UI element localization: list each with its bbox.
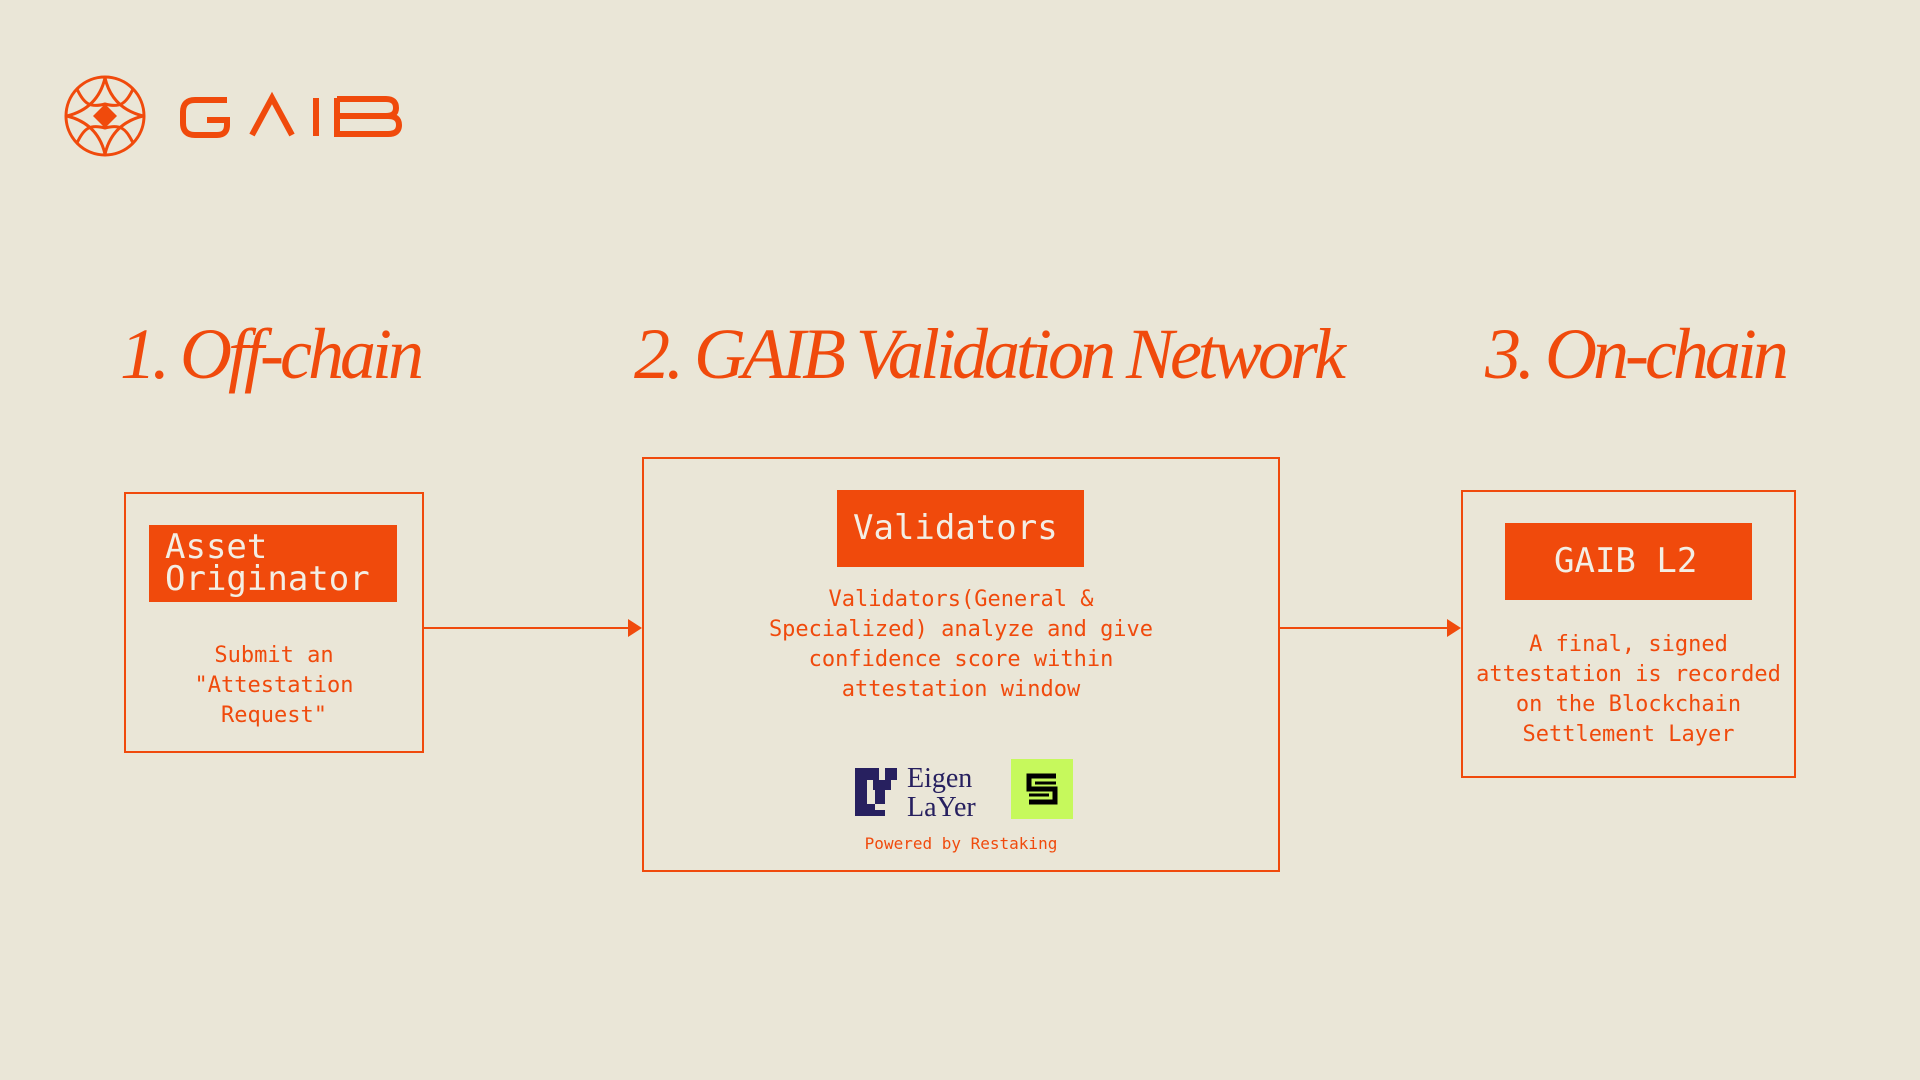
arrow-to-on-chain <box>1280 619 1461 637</box>
powered-by-text: Powered by Restaking <box>864 834 1058 853</box>
heading-off-chain: 1. Off-chain <box>120 314 424 394</box>
gaib-logo <box>62 74 422 168</box>
svg-text:LaYer: LaYer <box>907 792 976 820</box>
heading-validation-network: 2. GAIB Validation Network <box>634 314 1346 394</box>
gaib-l2-description: A final, signed attestation is recorded … <box>1476 632 1781 747</box>
asset-originator-description: Submit an "Attestation Request" <box>194 643 354 728</box>
validation-network-card <box>642 457 1280 872</box>
asset-originator-card <box>124 492 424 753</box>
gaib-l2-card <box>1461 490 1796 778</box>
arrow-to-validators <box>424 619 642 637</box>
validators-description: Validators(General & Specialized) analyz… <box>768 587 1154 702</box>
gaib-emblem-icon <box>64 75 403 157</box>
symbiotic-logo <box>1011 759 1073 819</box>
svg-text:Eigen: Eigen <box>907 763 972 794</box>
asset-originator-label: Asset Originator <box>149 525 397 602</box>
eigenlayer-logo: Eigen LaYer <box>855 760 980 824</box>
validators-label: Validators <box>837 490 1084 567</box>
gaib-l2-label: GAIB L2 <box>1505 523 1752 600</box>
heading-on-chain: 3. On-chain <box>1485 314 1789 394</box>
